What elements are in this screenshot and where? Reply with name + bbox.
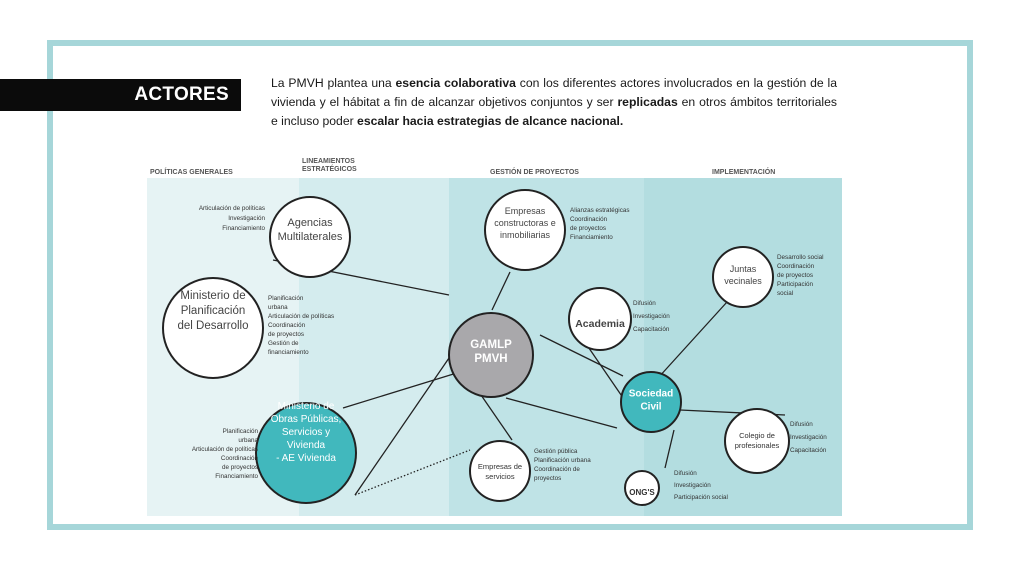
section-tag: ACTORES xyxy=(0,79,241,111)
col-head-gestion: GESTIÓN DE PROYECTOS xyxy=(490,167,579,176)
intro-run: escalar hacia estrategias de alcance nac… xyxy=(357,114,624,128)
intro-run: con los diferentes actores involucrados … xyxy=(271,76,838,109)
node-academia-label: Academia xyxy=(575,318,625,330)
node-ongs-label: ONG'S xyxy=(629,488,655,497)
intro-run: en otros ámbitos territoriales e incluso… xyxy=(271,95,837,128)
intro-run: esencia colaborativa xyxy=(395,76,516,90)
intro-paragraph: La PMVH plantea una esencia colaborativa… xyxy=(271,74,837,131)
intro-run: La PMVH plantea una xyxy=(271,76,396,90)
intro-run: replicadas xyxy=(617,95,678,109)
node-academia: Academia xyxy=(568,287,632,351)
col-head-implementacion: IMPLEMENTACIÓN xyxy=(712,167,775,176)
col-head-politicas: POLÍTICAS GENERALES xyxy=(150,167,233,176)
node-ongs: ONG'S xyxy=(624,470,660,506)
